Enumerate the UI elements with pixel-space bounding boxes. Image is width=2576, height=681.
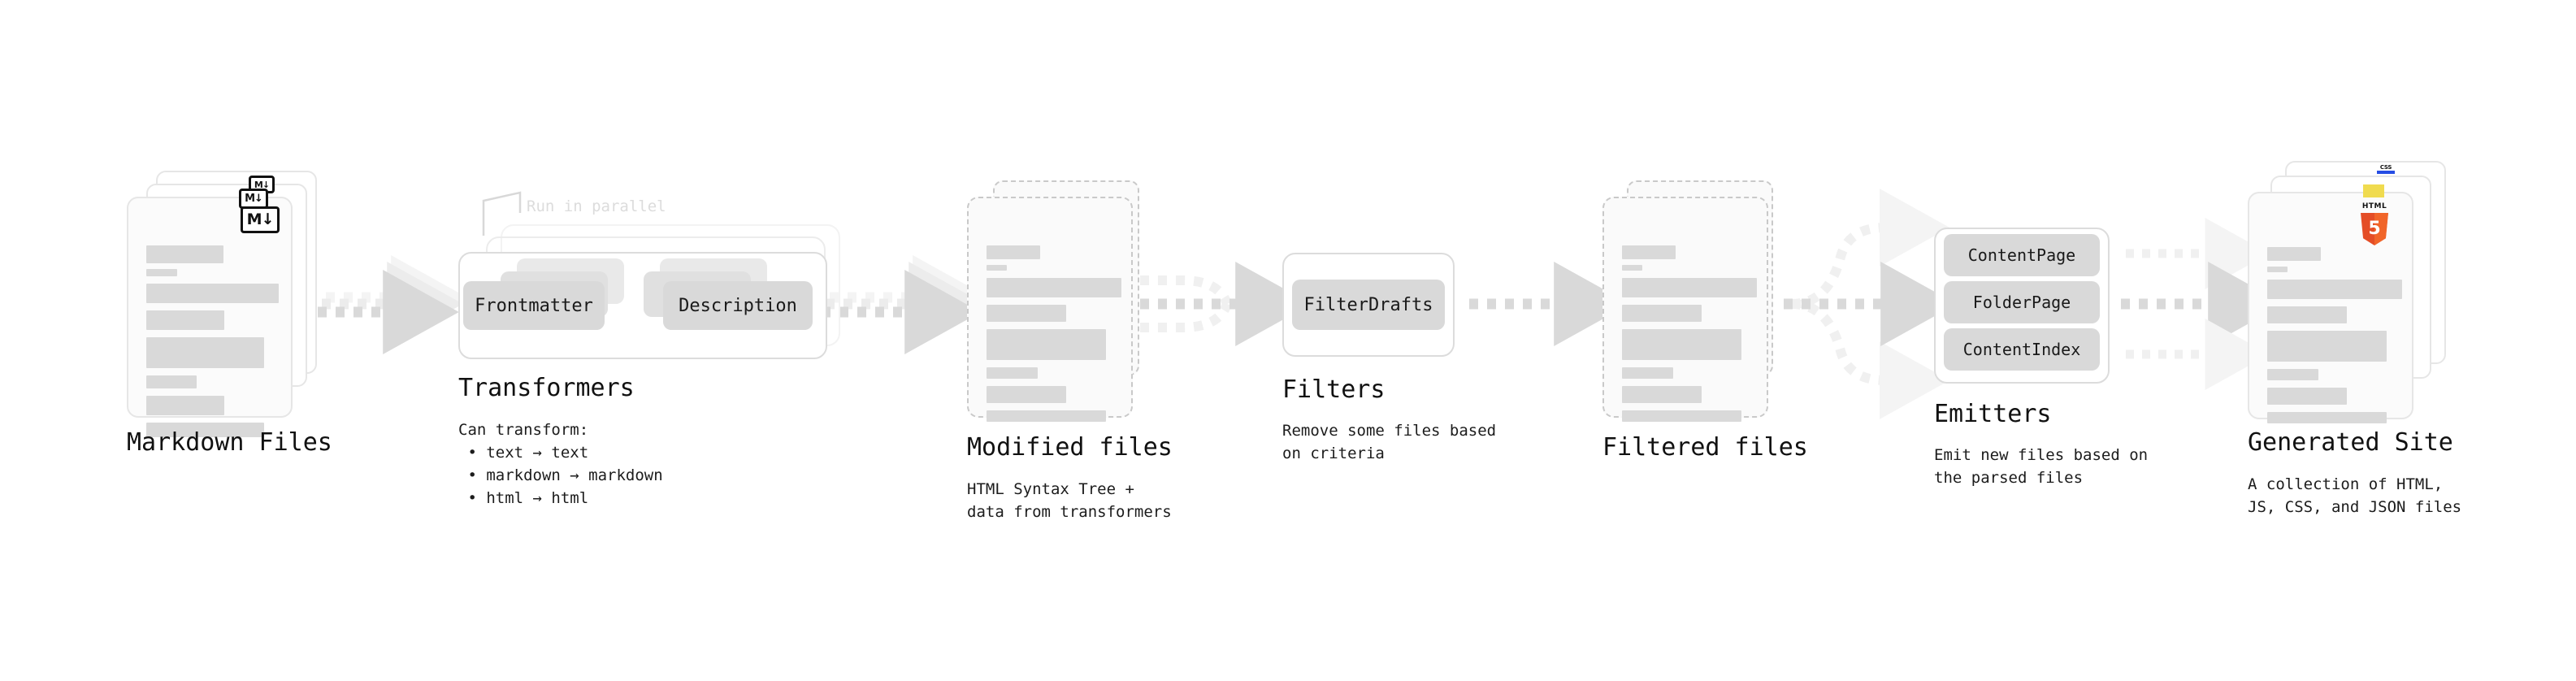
stage-subtitle-filters: Remove some files based on criteria [1282,422,1497,462]
stage-title-markdown-files: Markdown Files [127,428,332,457]
doc-placeholder-lines [2267,247,2402,431]
stage-title-transformers: Transformers [458,374,635,402]
run-in-parallel-note: Run in parallel [527,197,666,215]
markdown-card-front [127,197,293,437]
css-icon-bar [2377,171,2395,174]
stage-title-generated-site: Generated Site [2248,428,2453,457]
arrow-emitters-to-site [2121,218,2284,390]
chip-contentindex[interactable]: ContentIndex [1944,328,2100,371]
markdown-icon-back-1: M↓ [239,189,268,209]
modified-card-front [967,197,1133,422]
stage-title-modified-files: Modified files [967,433,1173,462]
doc-placeholder-lines [146,245,279,445]
chip-contentpage[interactable]: ContentPage [1944,234,2100,276]
chip-description[interactable]: Description [663,281,813,330]
css-icon: CSS [2377,164,2395,174]
filtered-card-front [1602,197,1768,422]
arrow-filtered-to-emitters [1784,189,1957,419]
stage-subtitle-transformers: Can transform: • text → text • markdown … [458,421,663,507]
site-card-front [2248,192,2413,423]
stage-subtitle-generated-site: A collection of HTML, JS, CSS, and JSON … [2248,475,2462,516]
stage-title-emitters: Emitters [1934,400,2052,428]
doc-placeholder-lines [987,245,1121,429]
chip-frontmatter[interactable]: Frontmatter [463,281,605,330]
chip-folderpage[interactable]: FolderPage [1944,281,2100,323]
stage-subtitle-emitters: Emit new files based on the parsed files [1934,446,2149,487]
doc-placeholder-lines [1622,245,1757,429]
stage-title-filtered-files: Filtered files [1602,433,1808,462]
js-icon [2363,184,2384,197]
stage-title-filters: Filters [1282,375,1386,404]
html5-icon: HTML 5 [2361,202,2388,245]
arrow-modified-to-filters [1140,262,1312,346]
chip-filterdrafts[interactable]: FilterDrafts [1292,280,1445,330]
markdown-icon: M↓ [241,206,280,233]
stage-subtitle-modified-files: HTML Syntax Tree + data from transformer… [967,480,1172,521]
html5-icon-shield: 5 [2361,213,2388,245]
